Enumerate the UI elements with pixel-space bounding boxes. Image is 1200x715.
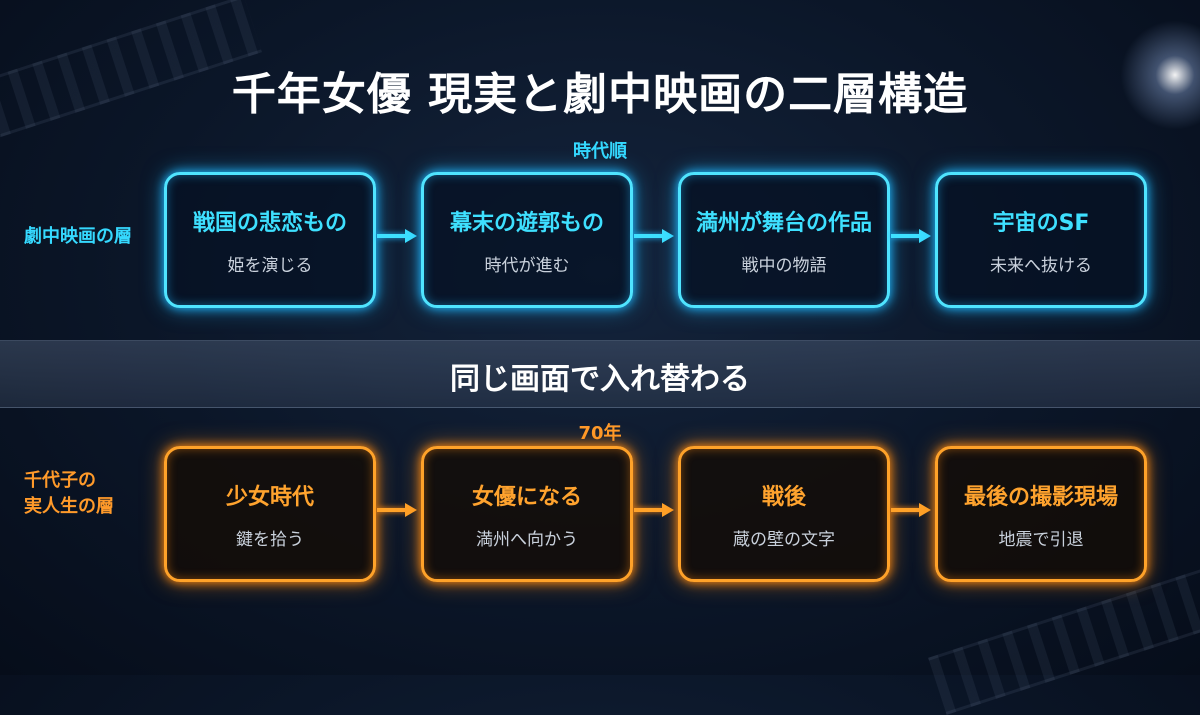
box-title: 幕末の遊郭もの bbox=[449, 210, 604, 236]
life-layer-label: 千代子の 実人生の層 bbox=[24, 468, 114, 520]
page-title: 千年女優 現実と劇中映画の二層構造 bbox=[231, 69, 969, 120]
arrow-right-icon bbox=[891, 229, 931, 243]
projector-light-icon bbox=[1120, 20, 1200, 130]
film-box-1: 戦国の悲恋もの 姫を演じる bbox=[164, 172, 376, 308]
arrow-right-icon bbox=[634, 503, 674, 517]
box-title: 戦国の悲恋もの bbox=[192, 210, 347, 236]
box-subtitle: 時代が進む bbox=[484, 255, 570, 276]
life-box-1: 少女時代 鍵を拾う bbox=[164, 446, 376, 582]
life-layer-label-line1: 千代子の bbox=[24, 470, 96, 491]
arrow-right-icon bbox=[377, 503, 417, 517]
box-title: 最後の撮影現場 bbox=[963, 484, 1118, 510]
life-box-4: 最後の撮影現場 地震で引退 bbox=[935, 446, 1147, 582]
box-subtitle: 姫を演じる bbox=[227, 255, 313, 276]
box-subtitle: 戦中の物語 bbox=[741, 255, 827, 276]
box-subtitle: 未来へ抜ける bbox=[990, 255, 1092, 276]
film-strip-decoration bbox=[928, 565, 1200, 715]
arrow-right-icon bbox=[634, 229, 674, 243]
box-title: 少女時代 bbox=[225, 484, 314, 510]
film-layer-label: 劇中映画の層 bbox=[24, 226, 132, 247]
box-title: 宇宙のSF bbox=[992, 210, 1090, 236]
arrow-right-icon bbox=[377, 229, 417, 243]
life-box-2: 女優になる 満州へ向かう bbox=[421, 446, 633, 582]
film-box-3: 満州が舞台の作品 戦中の物語 bbox=[678, 172, 890, 308]
life-axis-label: 70年 bbox=[578, 423, 622, 444]
divider-band bbox=[0, 340, 1200, 408]
box-subtitle: 蔵の壁の文字 bbox=[733, 529, 835, 550]
box-subtitle: 鍵を拾う bbox=[236, 529, 304, 550]
box-title: 女優になる bbox=[471, 484, 582, 510]
box-title: 満州が舞台の作品 bbox=[695, 210, 872, 236]
box-subtitle: 満州へ向かう bbox=[476, 529, 578, 550]
arrow-right-icon bbox=[891, 503, 931, 517]
divider-text: 同じ画面で入れ替わる bbox=[450, 362, 750, 397]
film-box-4: 宇宙のSF 未来へ抜ける bbox=[935, 172, 1147, 308]
box-title: 戦後 bbox=[761, 484, 806, 510]
film-axis-label: 時代順 bbox=[573, 141, 627, 162]
life-box-3: 戦後 蔵の壁の文字 bbox=[678, 446, 890, 582]
film-box-2: 幕末の遊郭もの 時代が進む bbox=[421, 172, 633, 308]
life-layer-label-line2: 実人生の層 bbox=[24, 496, 114, 518]
box-subtitle: 地震で引退 bbox=[998, 529, 1084, 550]
